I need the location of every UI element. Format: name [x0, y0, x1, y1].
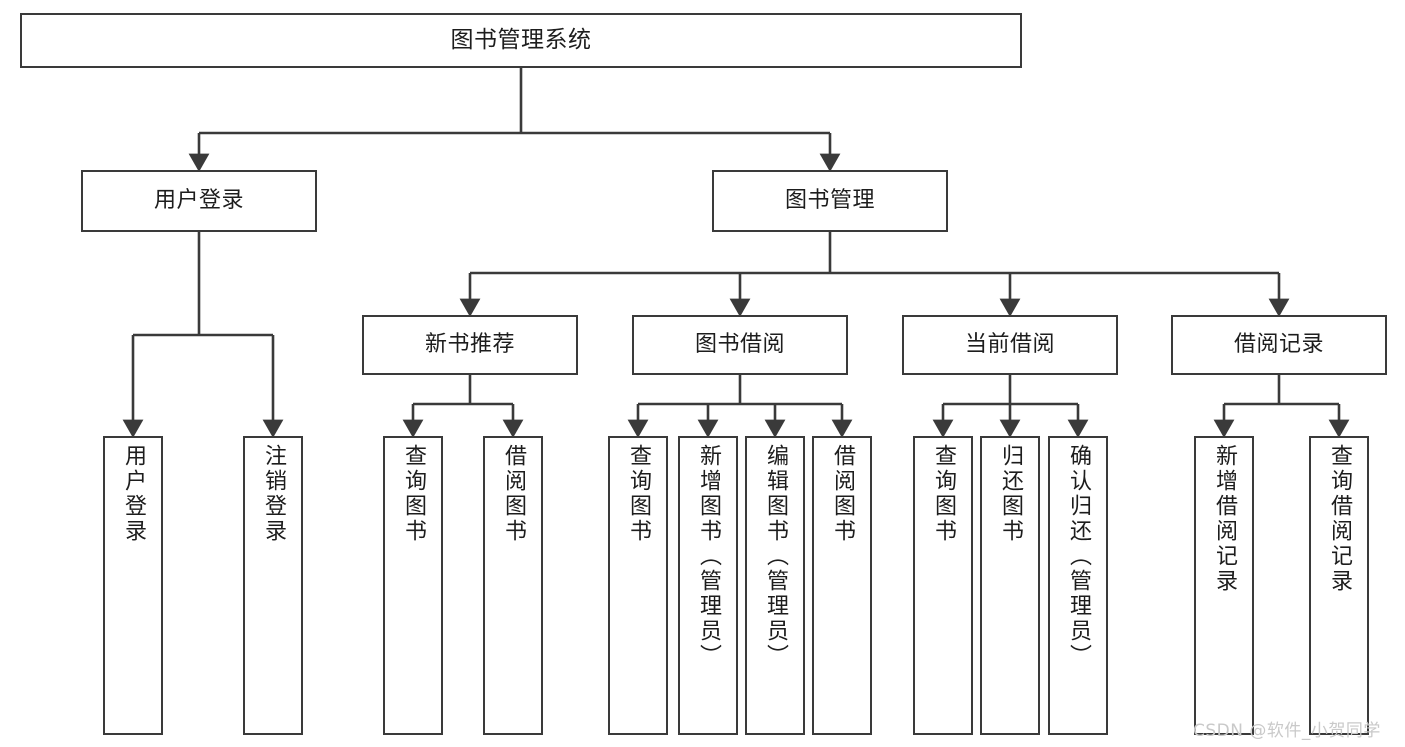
node-label: 借阅记录	[1233, 332, 1324, 358]
node-leaf-query-record[interactable]: 查询借阅记录	[1309, 436, 1369, 735]
node-new-book-recommend[interactable]: 新书推荐	[362, 315, 578, 375]
node-label: 查询图书	[401, 444, 426, 544]
node-label: 新书推荐	[424, 332, 515, 358]
csdn-watermark: CSDN @软件_小贺同学	[1193, 721, 1381, 741]
node-label: 确认归还（管理员）	[1066, 444, 1091, 669]
node-root-system[interactable]: 图书管理系统	[20, 13, 1022, 68]
node-label: 借阅图书	[501, 444, 526, 544]
node-label: 用户登录	[153, 188, 244, 214]
node-label: 新增借阅记录	[1212, 444, 1237, 594]
node-label: 图书管理系统	[450, 26, 592, 53]
node-label: 当前借阅	[964, 332, 1055, 358]
node-label: 图书借阅	[694, 332, 785, 358]
node-label: 注销登录	[261, 444, 286, 544]
node-leaf-logout-login[interactable]: 注销登录	[243, 436, 303, 735]
node-leaf-query-book-2[interactable]: 查询图书	[608, 436, 668, 735]
node-leaf-borrow-book-1[interactable]: 借阅图书	[483, 436, 543, 735]
node-leaf-return-book[interactable]: 归还图书	[980, 436, 1040, 735]
node-leaf-confirm-return[interactable]: 确认归还（管理员）	[1048, 436, 1108, 735]
node-leaf-add-book[interactable]: 新增图书（管理员）	[678, 436, 738, 735]
node-label: 查询图书	[626, 444, 651, 544]
node-leaf-edit-book[interactable]: 编辑图书（管理员）	[745, 436, 805, 735]
node-label: 图书管理	[784, 188, 875, 214]
node-leaf-query-book-3[interactable]: 查询图书	[913, 436, 973, 735]
node-leaf-add-record[interactable]: 新增借阅记录	[1194, 436, 1254, 735]
node-label: 编辑图书（管理员）	[763, 444, 788, 669]
node-leaf-user-login[interactable]: 用户登录	[103, 436, 163, 735]
node-label: 查询借阅记录	[1327, 444, 1352, 594]
node-current-borrow[interactable]: 当前借阅	[902, 315, 1118, 375]
node-user-login[interactable]: 用户登录	[81, 170, 317, 232]
node-label: 查询图书	[931, 444, 956, 544]
node-label: 用户登录	[121, 444, 146, 544]
node-label: 新增图书（管理员）	[696, 444, 721, 669]
node-leaf-borrow-book-2[interactable]: 借阅图书	[812, 436, 872, 735]
node-book-management[interactable]: 图书管理	[712, 170, 948, 232]
node-label: 归还图书	[998, 444, 1023, 544]
node-leaf-query-book-1[interactable]: 查询图书	[383, 436, 443, 735]
node-book-borrow[interactable]: 图书借阅	[632, 315, 848, 375]
node-borrow-record[interactable]: 借阅记录	[1171, 315, 1387, 375]
node-label: 借阅图书	[830, 444, 855, 544]
